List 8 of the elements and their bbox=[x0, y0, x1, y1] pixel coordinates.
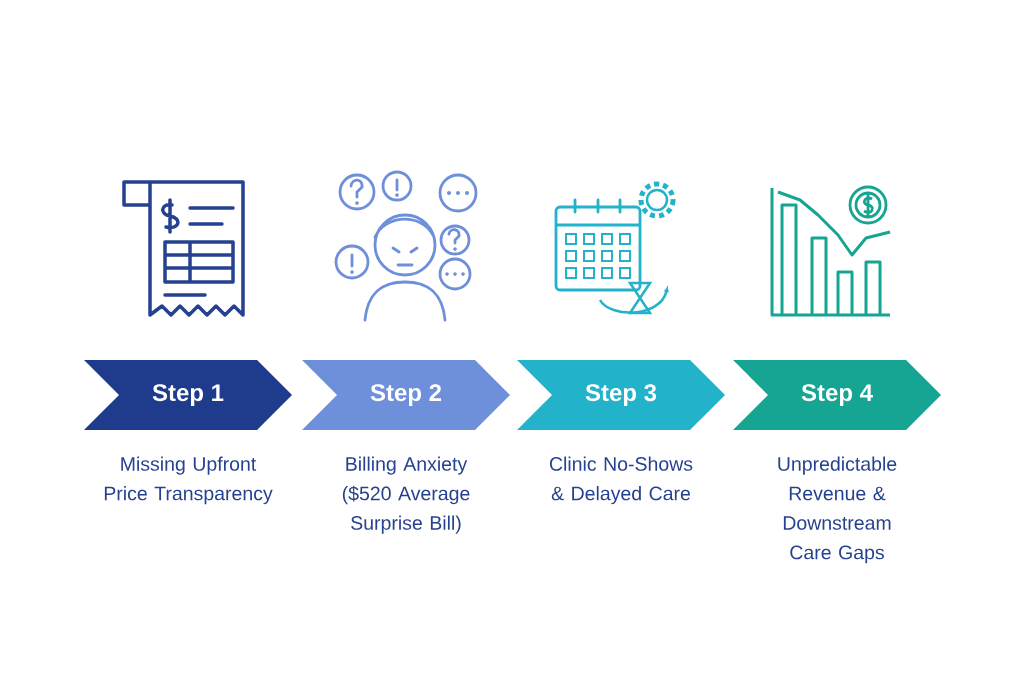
step-banner: Step 4 bbox=[733, 360, 941, 430]
step-description: Unpredictable Revenue & Downstream Care Gaps bbox=[778, 456, 897, 564]
step-banner: Step 3 bbox=[517, 360, 725, 430]
step-banner: Step 2 bbox=[302, 360, 510, 430]
step-description: Billing Anxiety ($520 Average Surprise Bill) bbox=[342, 456, 470, 534]
step-banner: Step 1 bbox=[84, 360, 292, 430]
step-description: Clinic No-Shows & Delayed Care bbox=[549, 456, 693, 505]
step-description: Missing Upfront Price Transparency bbox=[104, 456, 273, 505]
